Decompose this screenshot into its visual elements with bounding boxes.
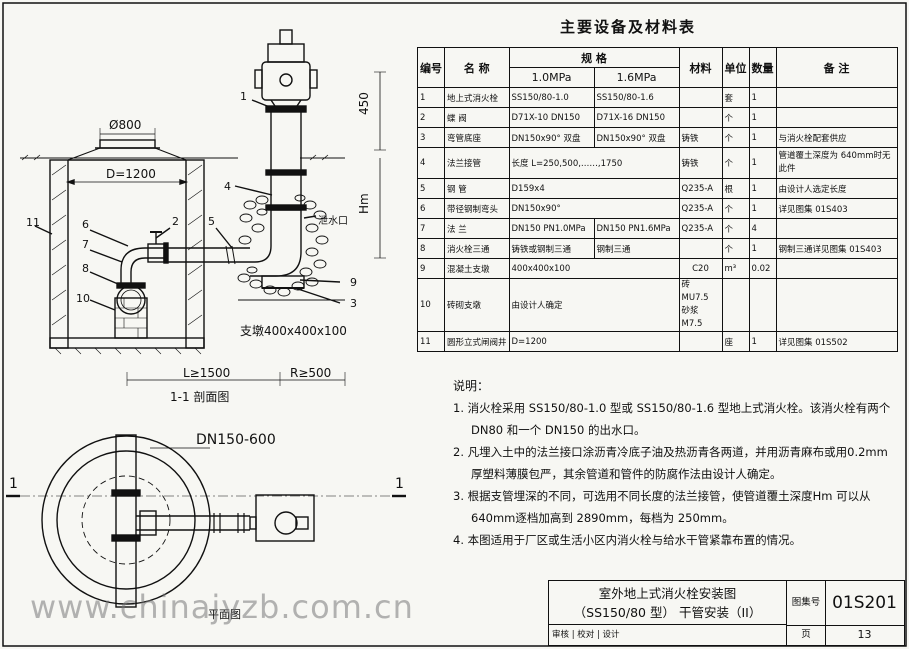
signature-row: 审核 | 校对 | 设计	[549, 625, 787, 645]
dim-450: 450	[357, 92, 371, 115]
page-number: 13	[857, 628, 872, 641]
callout-9: 9	[350, 276, 357, 289]
atlas-label: 图集号	[787, 581, 826, 626]
col-no: 编号	[417, 47, 445, 88]
dim-r500: R≥500	[290, 366, 331, 380]
note-item: 3. 根据支管埋深的不同，可选用不同长度的法兰接管，使管道覆土深度Hm 可以从6…	[453, 489, 871, 525]
drawing-title-line-1: 室外地上式消火栓安装图	[598, 586, 737, 601]
notes-heading: 说明：	[453, 379, 490, 393]
section-title: 1-1 剖面图	[170, 390, 229, 404]
drawing-title: 室外地上式消火栓安装图 （SS150/80 型） 干管安装（II）	[549, 581, 787, 625]
dim-l1500: L≥1500	[183, 366, 230, 380]
manhole-cover	[99, 139, 156, 149]
col-spec-1: 1.0MPa	[508, 67, 595, 88]
note-item: 1. 消火栓采用 SS150/80-1.0 型或 SS150/80-1.6 型地…	[453, 401, 891, 437]
plan-title: 平面图	[208, 608, 241, 621]
dim-hm: Hm	[357, 193, 371, 214]
callout-1: 1	[240, 90, 247, 103]
callout-7: 7	[82, 238, 89, 251]
callout-10: 10	[76, 292, 90, 305]
hydrant-head	[261, 61, 311, 101]
note-item: 2. 凡埋入土中的法兰接口涂沥青冷底子油及热沥青各两道，并用沥青麻布或用0.2m…	[453, 445, 888, 481]
col-unit: 单位	[721, 47, 750, 88]
chamber-outer-ring	[41, 435, 211, 605]
callout-6: 6	[82, 218, 89, 231]
dim-d1200: D=1200	[106, 167, 156, 181]
section-view	[6, 29, 406, 498]
col-qty: 数量	[748, 47, 777, 88]
drain-label: 泄水口	[318, 214, 348, 227]
atlas-number: 01S201	[825, 581, 904, 626]
note-item: 4. 本图适用于厂区或生活小区内消火栓与给水干管紧靠布置的情况。	[453, 533, 802, 547]
callout-4: 4	[224, 180, 231, 193]
callout-3: 3	[350, 297, 357, 310]
gravel-fill	[237, 194, 329, 297]
callout-11: 11	[26, 216, 40, 229]
title-block: 室外地上式消火栓安装图 （SS150/80 型） 干管安装（II） 图集号 01…	[548, 580, 905, 646]
plan-view	[20, 434, 392, 608]
hydrant-riser	[270, 109, 302, 211]
table-subheader-row: 1.0MPa 1.6MPa	[418, 67, 898, 88]
col-remark: 备 注	[775, 47, 898, 88]
dim-d800: Ø800	[109, 118, 141, 132]
watermark: www.chinajyzb.com.cn	[30, 588, 414, 626]
callout-2: 2	[172, 215, 179, 228]
butterfly-valve	[147, 243, 165, 263]
callout-5: 5	[208, 215, 215, 228]
drawing-title-line-2: （SS150/80 型） 干管安装（II）	[573, 605, 762, 620]
page-label: 页	[787, 625, 826, 645]
table-title: 主要设备及材料表	[560, 18, 697, 36]
section-mark-right: 1	[395, 476, 404, 492]
drawing-labels: Ø800 D=1200 450 Hm L≥1500 R≥500 支墩400x40…	[9, 90, 404, 621]
table-header-row: 编号 名 称 规 格 材料 单位 数量 备 注	[417, 47, 898, 88]
col-spec: 规 格	[508, 47, 680, 68]
support-label: 支墩400x400x100	[240, 324, 347, 338]
col-name: 名 称	[444, 47, 510, 88]
callout-8: 8	[82, 262, 89, 275]
dn-label: DN150-600	[196, 432, 276, 448]
section-mark-left: 1	[9, 476, 18, 492]
notes: 说明： 1. 消火栓采用 SS150/80-1.0 型或 SS150/80-1.…	[453, 375, 898, 551]
col-spec-2: 1.6MPa	[593, 67, 680, 88]
col-material: 材料	[678, 47, 723, 88]
main-pipe-plan	[115, 434, 137, 608]
